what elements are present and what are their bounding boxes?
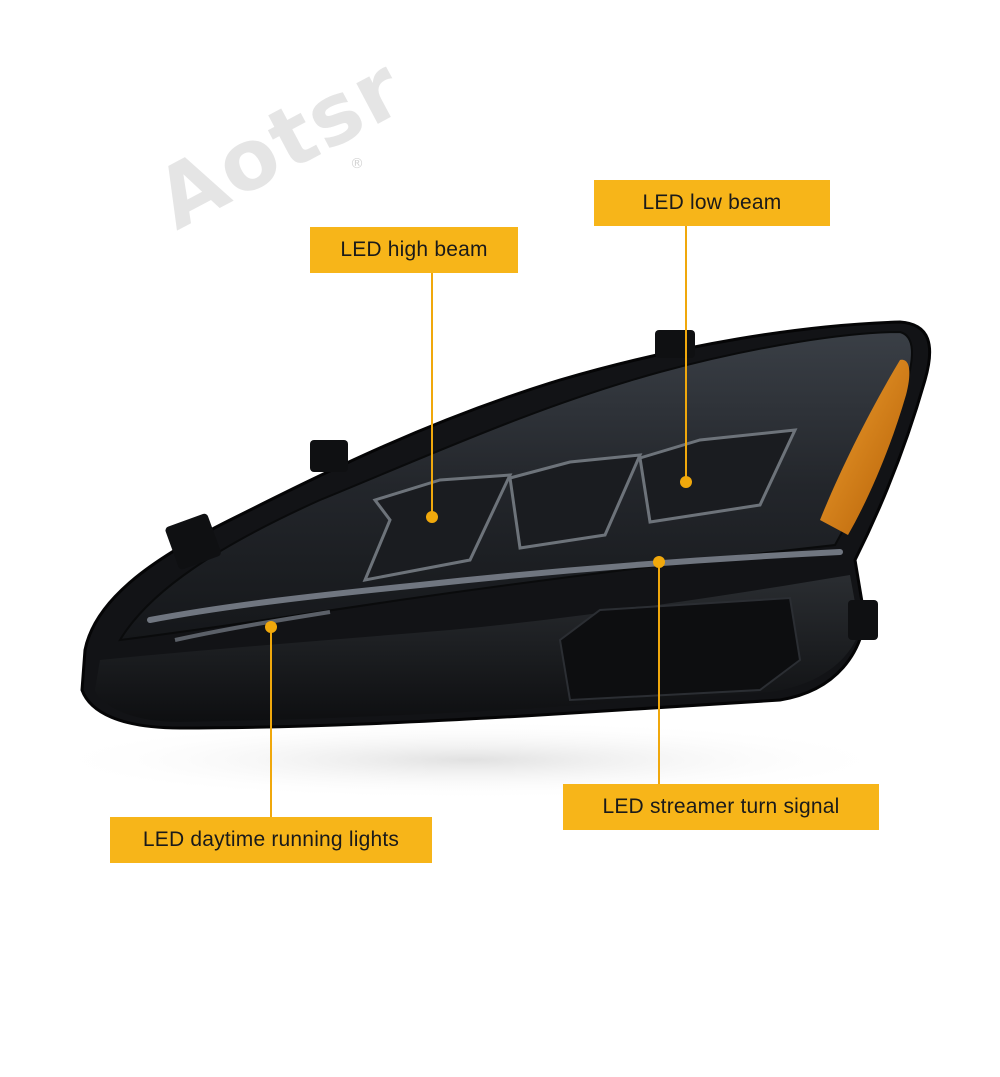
callout-streamer-turn-signal: LED streamer turn signal [563,784,879,830]
marker-dot-high-beam [426,511,438,523]
drl-strip-inner [174,610,331,642]
callout-daytime-running-lights: LED daytime running lights [110,817,432,863]
drl-strip [147,549,843,623]
amber-side-marker [820,359,910,535]
marker-dot-drl [265,621,277,633]
leader-line-drl [270,627,272,817]
leader-line-high-beam [431,273,433,517]
marker-dot-low-beam [680,476,692,488]
callout-high-beam: LED high beam [310,227,518,273]
callout-low-beam: LED low beam [594,180,830,226]
turn-signal-recess [558,596,802,702]
marker-dot-turn-signal [653,556,665,568]
floor-shadow [40,720,900,800]
leader-line-turn-signal [658,562,660,784]
projector-lenses [362,428,798,582]
watermark-registered-mark: ® [350,156,364,172]
leader-line-low-beam [685,226,687,482]
